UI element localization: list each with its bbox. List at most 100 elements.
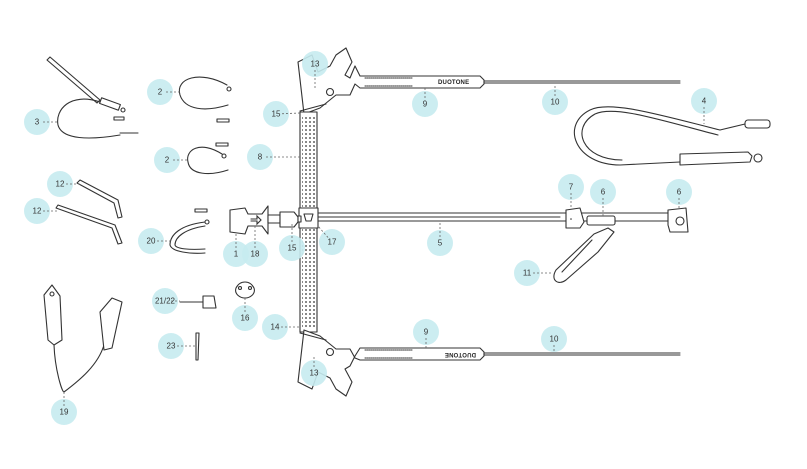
callout-23: 23	[158, 333, 195, 359]
brand-logo-bottom: DUOTONE	[445, 351, 476, 357]
pigtail-3	[46, 56, 139, 139]
callout-number: 11	[523, 269, 532, 278]
callout-number: 12	[56, 180, 65, 189]
callout-7: 7	[558, 174, 584, 209]
callout-15: 15	[279, 222, 305, 261]
callout-13: 13	[302, 51, 328, 88]
small-parts	[179, 281, 255, 361]
callout-number: 13	[310, 369, 319, 378]
callout-bubble	[514, 260, 540, 286]
callout-21-22: 21/22	[152, 288, 180, 314]
trim-handle	[553, 227, 615, 283]
callout-1: 1	[223, 232, 249, 267]
callout-bubble	[542, 89, 568, 115]
callout-13: 13	[301, 355, 327, 386]
callout-bubble	[427, 230, 453, 256]
callout-2: 2	[154, 147, 187, 173]
callout-bubble	[138, 228, 164, 254]
callout-bubble	[413, 319, 439, 345]
leader-line	[317, 225, 329, 238]
callout-bubble	[558, 174, 584, 200]
callout-number: 16	[241, 314, 250, 323]
callout-9: 9	[412, 87, 438, 117]
pigtail-2b	[187, 142, 229, 175]
callout-bubble	[158, 333, 184, 359]
callout-bubble	[412, 91, 438, 117]
depower-line	[317, 207, 689, 233]
callout-11: 11	[514, 260, 553, 286]
callout-bubble	[51, 399, 77, 425]
callout-number: 6	[677, 188, 682, 197]
callout-number: 15	[272, 110, 281, 119]
callout-bubble	[263, 101, 289, 127]
callout-number: 13	[311, 60, 320, 69]
callout-number: 18	[251, 250, 260, 259]
bar-end-top: DUOTONE	[297, 47, 681, 115]
center-bar	[298, 111, 319, 333]
callout-16: 16	[232, 298, 258, 331]
callout-number: 2	[165, 156, 170, 165]
chicken-loop-assembly	[229, 205, 302, 235]
callout-number: 23	[167, 342, 176, 351]
callout-10: 10	[542, 84, 568, 115]
callout-6: 6	[590, 179, 616, 216]
callout-number: 12	[33, 207, 42, 216]
pigtail-2a	[178, 76, 232, 123]
leader-line	[281, 112, 301, 115]
brand-logo-top: DUOTONE	[438, 80, 469, 86]
callout-bubble	[47, 171, 73, 197]
callout-19: 19	[51, 392, 77, 425]
callout-number: 5	[438, 239, 443, 248]
callout-bubble	[541, 326, 567, 352]
callout-18: 18	[242, 226, 268, 267]
callout-number: 17	[328, 238, 337, 247]
callout-number: 10	[551, 98, 560, 107]
callout-20: 20	[138, 228, 171, 254]
callout-15: 15	[263, 101, 301, 127]
callout-bubble	[24, 198, 50, 224]
callout-3: 3	[24, 109, 57, 135]
callout-number: 2	[158, 88, 163, 97]
callout-number: 21/22	[155, 297, 176, 306]
callout-number: 6	[601, 188, 606, 197]
pigtail-20	[169, 208, 210, 254]
callout-17: 17	[317, 225, 345, 255]
callout-2: 2	[147, 79, 180, 105]
callout-bubble	[24, 109, 50, 135]
callout-bubble	[279, 235, 305, 261]
callout-number: 8	[258, 153, 263, 162]
callout-bubble	[154, 147, 180, 173]
callout-4: 4	[691, 88, 717, 124]
callout-bubble	[262, 314, 288, 340]
callout-10: 10	[541, 326, 567, 353]
callout-number: 1	[234, 250, 239, 259]
callout-bubble	[232, 305, 258, 331]
pigtail-12a	[76, 179, 123, 219]
callout-number: 20	[147, 237, 156, 246]
callout-number: 4	[702, 97, 707, 106]
callout-bubble	[247, 144, 273, 170]
callout-bubble	[147, 79, 173, 105]
callout-bubble	[666, 179, 692, 205]
callout-8: 8	[247, 144, 300, 170]
callout-number: 9	[423, 100, 428, 109]
callout-number: 9	[424, 328, 429, 337]
bar-end-bottom: DUOTONE	[297, 329, 681, 397]
callout-14: 14	[262, 314, 300, 340]
callout-number: 19	[60, 408, 69, 417]
callout-12: 12	[24, 198, 57, 224]
callout-bubble	[319, 229, 345, 255]
callout-6: 6	[666, 179, 692, 210]
callout-9: 9	[413, 319, 439, 348]
callout-number: 14	[271, 323, 280, 332]
pigtail-12b	[55, 204, 123, 245]
callout-12: 12	[47, 171, 80, 197]
callout-bubble	[242, 241, 268, 267]
callout-number: 7	[569, 183, 574, 192]
callout-bubble	[691, 88, 717, 114]
callout-bubble	[301, 360, 327, 386]
callout-bubble	[590, 179, 616, 205]
